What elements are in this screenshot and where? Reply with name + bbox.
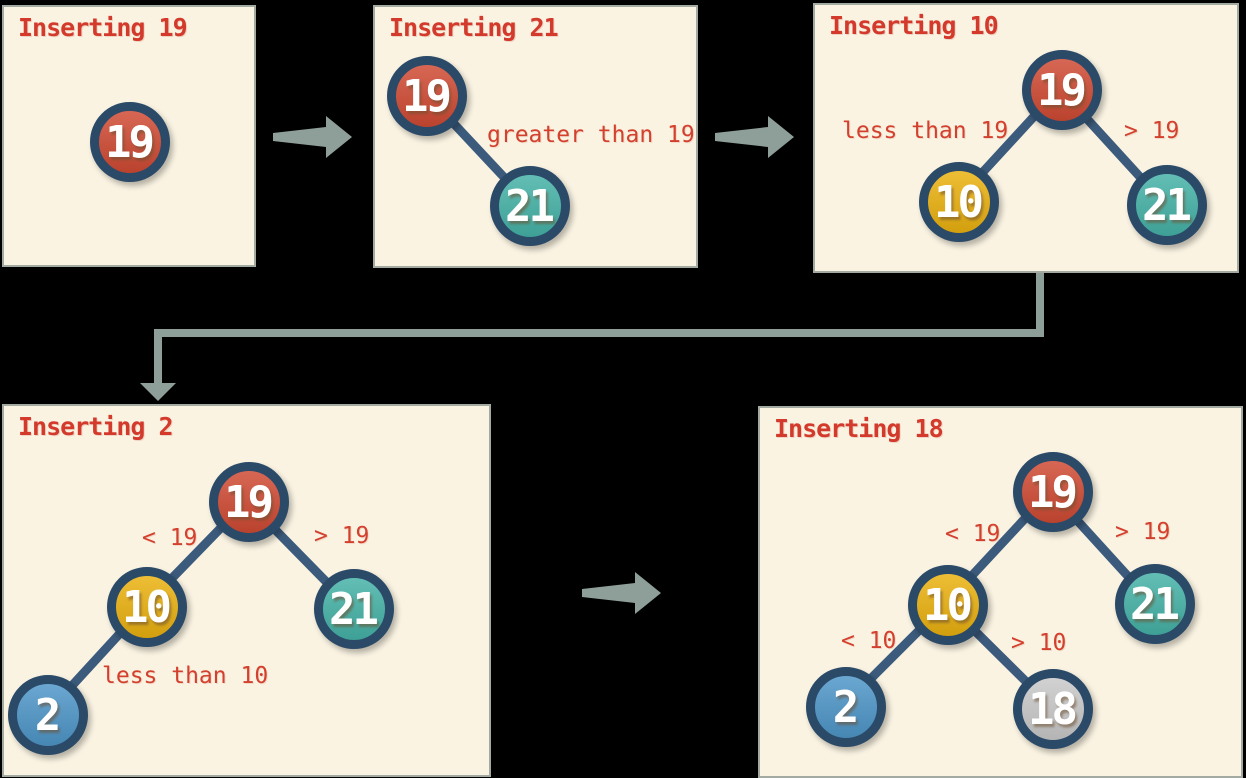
node-value: 19 (1037, 64, 1087, 116)
node-value: 10 (934, 176, 984, 228)
edge-label: less than 19 (842, 118, 1009, 144)
panel-title: Inserting 2 (18, 412, 174, 441)
tree-node-19: 19 (1013, 452, 1093, 532)
edge-label: < 19 (945, 521, 1001, 547)
panel-title: Inserting 19 (18, 13, 188, 42)
panel-title: Inserting 10 (829, 11, 999, 40)
edge-label: < 10 (841, 628, 897, 654)
right-arrow-icon (273, 116, 352, 158)
edge-label: > 19 (1115, 519, 1171, 545)
edge-label: > 10 (1011, 630, 1067, 656)
node-value: 18 (1028, 683, 1078, 735)
edge-label: > 19 (314, 523, 370, 549)
right-arrow-icon (715, 116, 794, 158)
node-value: 2 (34, 689, 61, 741)
tree-node-21: 21 (314, 569, 394, 649)
right-arrow-icon (582, 572, 661, 614)
panel-title: Inserting 18 (774, 414, 944, 443)
elbow-arrow-line (154, 272, 1044, 386)
node-value: 10 (122, 581, 172, 633)
node-value: 21 (1142, 179, 1192, 231)
tree-node-19: 19 (387, 56, 467, 136)
panel-inserting-18: Inserting 18 < 19 > 19 < 10 > 10 19 10 2… (758, 406, 1243, 778)
tree-node-19: 19 (1022, 50, 1102, 130)
tree-node-21: 21 (1127, 165, 1207, 245)
tree-node-10: 10 (107, 567, 187, 647)
node-value: 2 (832, 681, 859, 733)
node-value: 21 (505, 180, 555, 232)
down-arrowhead-icon (140, 383, 176, 401)
tree-node-2: 2 (806, 667, 886, 747)
panel-inserting-2: Inserting 2 < 19 > 19 less than 10 19 10… (2, 404, 491, 777)
edge-label: > 19 (1124, 118, 1180, 144)
tree-node-19: 19 (90, 102, 170, 182)
panel-inserting-10: Inserting 10 less than 19 > 19 19 10 21 (813, 3, 1239, 273)
tree-node-10: 10 (919, 162, 999, 242)
panel-inserting-21: Inserting 21 greater than 19 19 21 (373, 5, 698, 268)
node-value: 19 (224, 476, 274, 528)
edge-label: < 19 (142, 525, 198, 551)
node-value: 10 (923, 579, 973, 631)
tree-node-18: 18 (1013, 669, 1093, 749)
panel-title: Inserting 21 (389, 13, 559, 42)
edge-label: greater than 19 (487, 122, 695, 148)
node-value: 21 (329, 583, 379, 635)
tree-node-10: 10 (908, 565, 988, 645)
edge-label: less than 10 (102, 663, 269, 689)
node-value: 19 (402, 70, 452, 122)
tree-node-2: 2 (8, 675, 88, 755)
tree-node-19: 19 (209, 462, 289, 542)
node-value: 19 (105, 116, 155, 168)
panel-inserting-19: Inserting 19 19 (2, 5, 256, 267)
tree-node-21: 21 (1115, 564, 1195, 644)
node-value: 19 (1028, 466, 1078, 518)
tree-node-21: 21 (490, 166, 570, 246)
node-value: 21 (1130, 578, 1180, 630)
